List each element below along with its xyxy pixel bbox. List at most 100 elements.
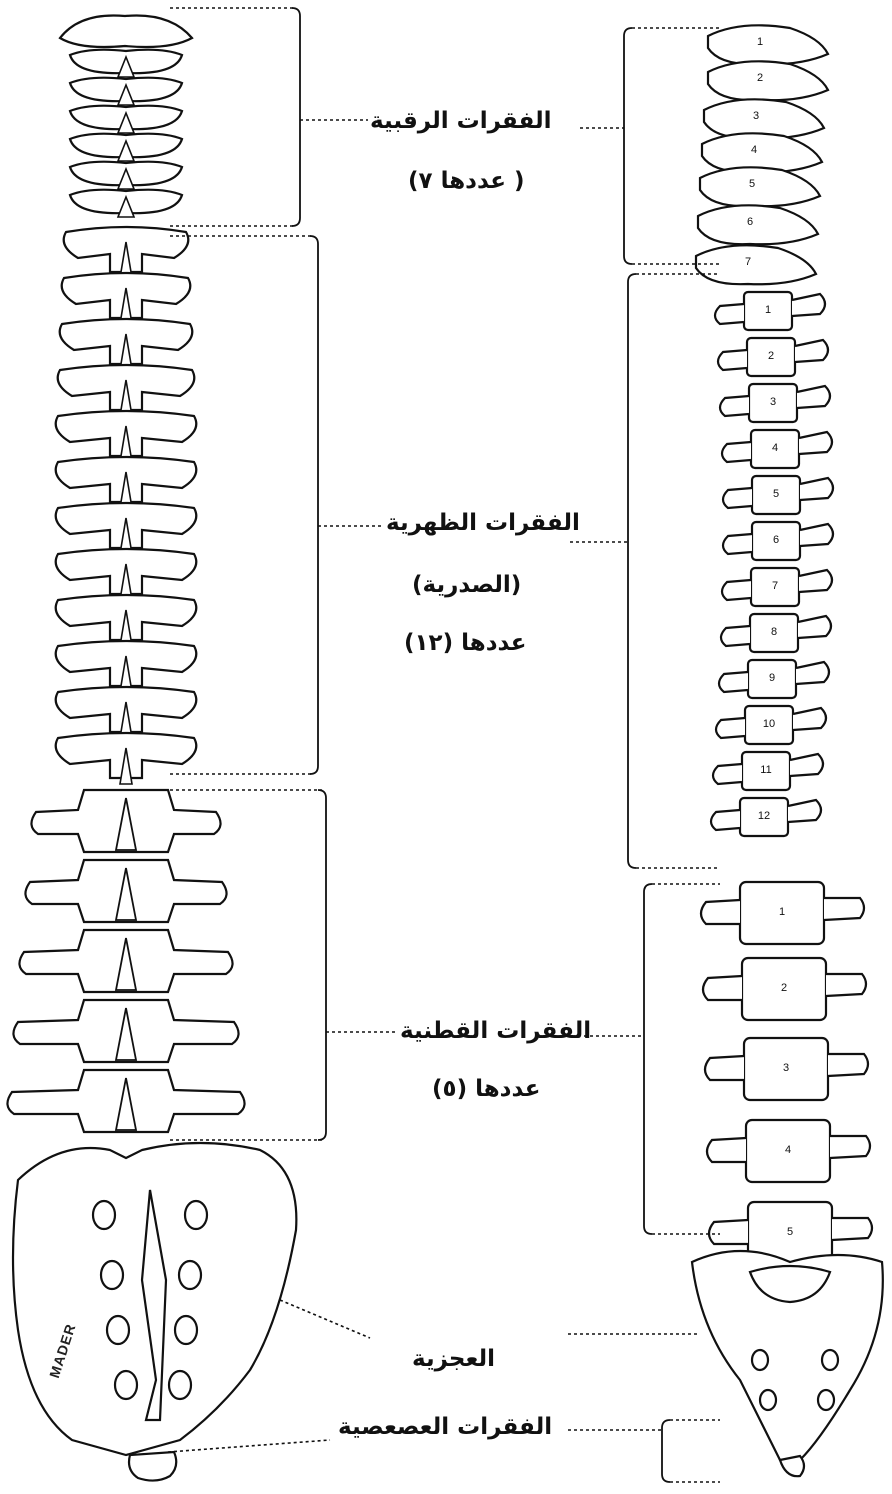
spinous-process-lateral — [796, 662, 829, 684]
thoracic-number: 2 — [768, 350, 774, 362]
spinous-process-lateral — [795, 340, 828, 362]
lumbar-number: 5 — [787, 1226, 793, 1238]
sacral-foramen — [179, 1261, 201, 1289]
thoracic-number: 1 — [765, 304, 771, 316]
transverse-process — [709, 1220, 748, 1244]
thoracic-count: عددها (١٢) — [404, 630, 527, 656]
cervical-vertebra-lateral — [708, 61, 828, 100]
spinous-process-lateral — [793, 708, 826, 730]
cervical-vertebra-lateral — [702, 133, 822, 172]
thoracic-number: 12 — [758, 810, 770, 822]
cervical-number: 7 — [745, 256, 751, 268]
sacral-foramen-lateral — [752, 1350, 768, 1370]
bracket-left — [318, 790, 326, 1140]
spinous-process-lateral — [800, 478, 833, 500]
cervical-number: 1 — [757, 36, 763, 48]
cervical-number: 6 — [747, 216, 753, 228]
sacral-foramen-lateral — [760, 1390, 776, 1410]
sacral-foramen-lateral — [818, 1390, 834, 1410]
cervical-vertebra-lateral — [708, 25, 828, 64]
thoracic-number: 4 — [772, 442, 778, 454]
sacral-foramen-lateral — [822, 1350, 838, 1370]
transverse-process — [705, 1056, 744, 1080]
lumbar-count: عددها (٥) — [432, 1076, 540, 1102]
label-connector — [280, 1300, 370, 1338]
lumbar-number: 3 — [783, 1062, 789, 1074]
transverse-process — [707, 1138, 746, 1162]
sacral-foramen — [107, 1316, 129, 1344]
lumbar-number: 4 — [785, 1144, 791, 1156]
thoracic-number: 10 — [763, 718, 775, 730]
thoracic-number: 5 — [773, 488, 779, 500]
cervical-number: 3 — [753, 110, 759, 122]
sacral-foramen — [101, 1261, 123, 1289]
spinous-process-lateral — [826, 974, 866, 996]
cervical-vertebra-lateral — [696, 245, 816, 284]
spinous-process-lateral — [799, 432, 832, 454]
transverse-process — [723, 488, 752, 508]
transverse-process — [711, 810, 740, 830]
sacral-foramen — [175, 1316, 197, 1344]
cervical-label: الفقرات الرقبية — [370, 108, 552, 134]
transverse-process — [722, 580, 751, 600]
cervical-vertebra-lateral — [700, 167, 820, 206]
transverse-process — [722, 442, 751, 462]
sacral-foramen — [169, 1371, 191, 1399]
lumbar-number: 2 — [781, 982, 787, 994]
spinous-process-lateral — [792, 294, 825, 316]
coccyx-posterior — [129, 1452, 176, 1481]
coccyx-label: الفقرات العصعصية — [338, 1414, 552, 1440]
sacral-foramen — [115, 1371, 137, 1399]
transverse-process — [723, 534, 752, 554]
cervical-number: 2 — [757, 72, 763, 84]
thoracic-number: 6 — [773, 534, 779, 546]
transverse-process — [719, 672, 748, 692]
transverse-process — [713, 764, 742, 784]
bracket-right — [644, 884, 652, 1234]
thoracic-number: 3 — [770, 396, 776, 408]
lumbar-label: الفقرات القطنية — [400, 1018, 591, 1044]
bracket-right — [628, 274, 636, 868]
sacrum-label: العجزية — [412, 1346, 495, 1372]
cervical-number: 4 — [751, 144, 757, 156]
coccyx-lateral — [780, 1456, 804, 1476]
transverse-process — [716, 718, 745, 738]
posterior-view-spine — [7, 15, 296, 1480]
cervical-vertebra-lateral — [704, 99, 824, 138]
lateral-view-spine — [692, 25, 883, 1476]
thoracic-number: 7 — [772, 580, 778, 592]
cervical-count: ( عددها ٧) — [408, 168, 524, 194]
thoracic-number: 11 — [760, 764, 771, 776]
spinous-process-lateral — [797, 386, 830, 408]
transverse-process — [720, 396, 749, 416]
spinous-process-lateral — [799, 570, 832, 592]
spinous-process-lateral — [824, 898, 864, 920]
bracket-right — [624, 28, 632, 264]
spinous-process-lateral — [830, 1136, 870, 1158]
atlas-vertebra — [60, 15, 192, 47]
sacral-foramen — [93, 1201, 115, 1229]
thoracic-subtitle: (الصدرية) — [412, 572, 521, 598]
bracket-left — [310, 236, 318, 774]
label-connector — [168, 1440, 330, 1452]
bracket-right — [662, 1420, 670, 1482]
transverse-process — [703, 976, 742, 1000]
thoracic-label: الفقرات الظهرية — [386, 510, 580, 536]
spinous-process-lateral — [798, 616, 831, 638]
transverse-process — [701, 900, 740, 924]
sacral-foramen — [185, 1201, 207, 1229]
spinous-process-lateral — [788, 800, 821, 822]
transverse-process — [715, 304, 744, 324]
transverse-process — [718, 350, 747, 370]
lumbar-number: 1 — [779, 906, 785, 918]
spinous-process-lateral — [790, 754, 823, 776]
transverse-process — [721, 626, 750, 646]
spinous-process-lateral — [800, 524, 833, 546]
thoracic-number: 8 — [771, 626, 777, 638]
cervical-number: 5 — [749, 178, 755, 190]
thoracic-number: 9 — [769, 672, 775, 684]
spinous-process-lateral — [832, 1218, 872, 1240]
spinous-process-lateral — [828, 1054, 868, 1076]
